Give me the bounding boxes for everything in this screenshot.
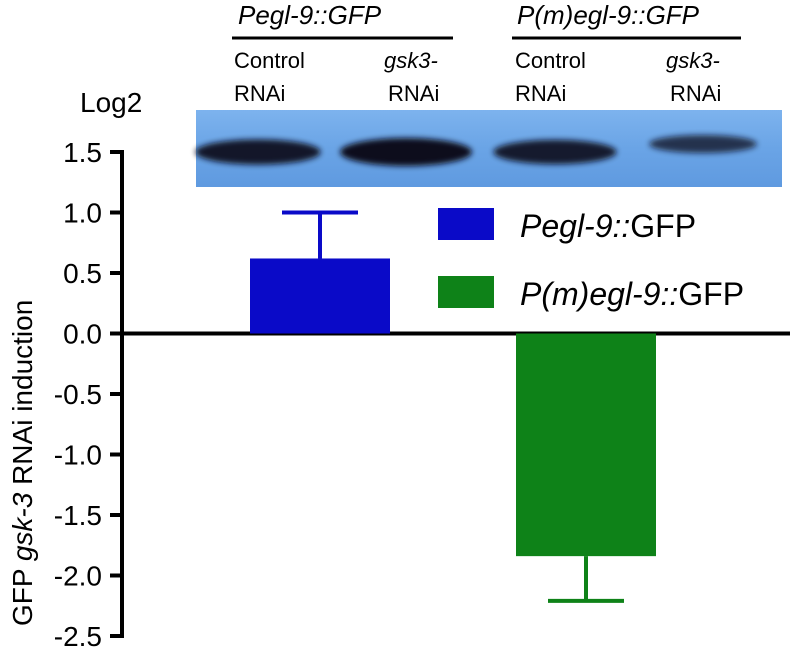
lane-1-label-line2: RNAi: [234, 81, 285, 106]
blot-group-title-pegl9: Pegl-9::GFP: [238, 0, 382, 30]
legend-swatch-pegl9: [438, 208, 494, 240]
y-axis-unit-label: Log2: [80, 87, 142, 118]
bars: [250, 210, 656, 603]
y-tick-label: 0.0: [63, 319, 102, 350]
legend-label-pmegl9-rest: GFP: [678, 276, 744, 312]
lane-1-label-line1: Control: [234, 48, 305, 73]
y-tick-label: -2.0: [54, 561, 102, 592]
lane-2-label-line2: RNAi: [388, 81, 439, 106]
blot-band-3: [493, 139, 617, 165]
blot-band-4: [649, 134, 757, 154]
legend-label-pmegl9: P(m)egl-9::GFP: [520, 276, 744, 312]
y-tick-label: -1.0: [54, 440, 102, 471]
y-axis-label-prefix: GFP: [7, 561, 38, 626]
bar-2: [516, 333, 656, 557]
y-axis-label: GFP gsk-3 RNAi induction: [7, 300, 38, 626]
y-tick-label: 1.0: [63, 198, 102, 229]
y-tick-label: 1.5: [63, 137, 102, 168]
lane-4-label-line1: gsk3-: [666, 48, 720, 73]
y-axis-label-gene: gsk-3: [7, 492, 38, 561]
lane-2-label-line1: gsk3-: [384, 48, 438, 73]
western-blot-inset: Pegl-9::GFP P(m)egl-9::GFP Control RNAi …: [195, 0, 782, 187]
lane-4-label-line2: RNAi: [670, 81, 721, 106]
blot-band-2: [340, 138, 472, 166]
y-tick-label: -1.5: [54, 500, 102, 531]
y-tick-label: -0.5: [54, 379, 102, 410]
lane-3-label-line1: Control: [515, 48, 586, 73]
legend: Pegl-9::GFP P(m)egl-9::GFP: [438, 208, 744, 312]
blot-group-title-pmegl9: P(m)egl-9::GFP: [517, 0, 700, 30]
y-axis: 1.5 1.0 0.5 0.0 -0.5 -1.0 -1.5 -2.0 -2.5: [54, 137, 790, 652]
legend-label-pegl9: Pegl-9::GFP: [520, 208, 696, 244]
y-tick-label: 0.5: [63, 258, 102, 289]
y-axis-label-suffix: RNAi induction: [7, 300, 38, 493]
y-tick-label: -2.5: [54, 621, 102, 652]
lane-3-label-line2: RNAi: [515, 81, 566, 106]
legend-label-pmegl9-italic: P(m)egl-9::: [520, 276, 678, 312]
legend-label-pegl9-rest: GFP: [630, 208, 696, 244]
legend-swatch-pmegl9: [438, 276, 494, 308]
legend-label-pegl9-italic: Pegl-9::: [520, 208, 630, 244]
blot-band-1: [195, 139, 321, 165]
bar-1: [250, 258, 390, 334]
